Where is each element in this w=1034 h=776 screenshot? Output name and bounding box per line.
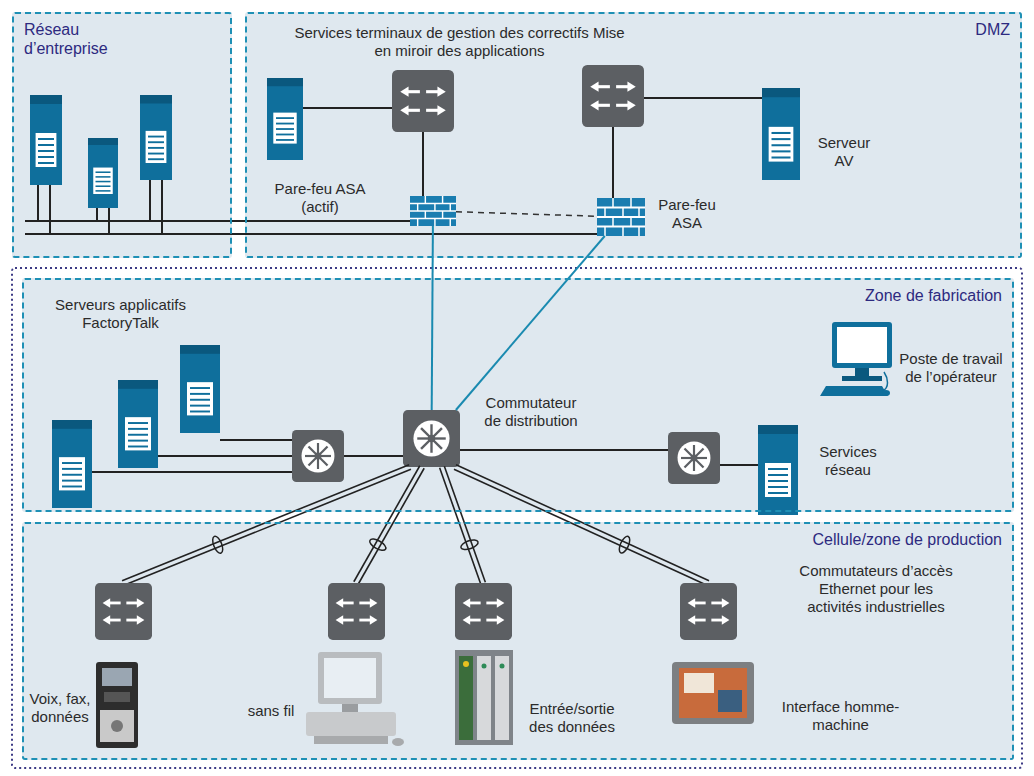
network-link [456, 236, 605, 410]
etherchannel-mark [211, 535, 225, 555]
device-label: Voix, fax, données [28, 690, 92, 730]
core-switch [292, 430, 344, 482]
device-name: Commutateur de distribution [478, 394, 584, 430]
device-name: Pare-feu ASA (actif) [265, 180, 375, 216]
etherchannel-mark [617, 535, 632, 555]
enterprise-server [88, 138, 118, 208]
zone-title: Zone de fabrication [865, 286, 1002, 305]
node-text: Services réseau [810, 443, 886, 479]
access-switch [95, 583, 152, 640]
zone-title: Cellule/zone de production [813, 530, 1002, 549]
factorytalk-server [118, 380, 158, 468]
io-module [455, 650, 513, 745]
server-node: Serveur AV [762, 88, 800, 180]
core-switch [668, 432, 720, 484]
factorytalk-server [52, 420, 92, 508]
hmi-panel [672, 662, 754, 724]
switch-node: Commutateur de distribution [403, 410, 460, 467]
network-services-server [758, 425, 798, 515]
node-text: Serveurs applicatifs FactoryTalk [38, 296, 203, 332]
access-switch [328, 583, 385, 640]
node-text: Commutateurs d’accès Ethernet pour les a… [790, 562, 962, 616]
server-node: Services terminaux de gestion des correc… [267, 78, 303, 160]
server-label: Services réseau [810, 443, 886, 483]
region-fill [22, 278, 1014, 512]
wireless-pc [306, 652, 404, 746]
firewall-icon [410, 196, 456, 226]
device-name: Services terminaux de gestion des correc… [292, 24, 627, 60]
network-zone: Réseau d’entreprise [12, 12, 232, 258]
distribution-switch-icon [403, 410, 460, 467]
node-text: Voix, fax, données [28, 690, 92, 726]
node-text: Poste de travail de l’opérateur [893, 350, 1009, 386]
dmz-switch [392, 70, 454, 132]
region-fills [12, 12, 1022, 760]
etherchannel-mark [368, 537, 388, 553]
node-text: Entrée/sortie des données [518, 700, 626, 736]
device-label: Interface homme-machine [778, 698, 903, 738]
workstation-label: Poste de travail de l’opérateur [893, 350, 1009, 390]
device-label: sans fil [236, 702, 306, 724]
device-name: Pare-feu ASA [649, 196, 725, 232]
network-zone: DMZ Services terminaux de gestion des cor… [245, 12, 1022, 258]
zone-title: Réseau d’entreprise [24, 20, 134, 58]
switch-label: Commutateurs d’accès Ethernet pour les a… [790, 562, 962, 620]
etherchannel-mark [460, 538, 480, 552]
device-label: Entrée/sortie des données [518, 700, 626, 740]
uplink-line [358, 468, 424, 584]
server-group-label: Serveurs applicatifs FactoryTalk [38, 296, 203, 336]
plant-boundary [12, 268, 1022, 768]
dmz-switch [582, 65, 644, 127]
network-zone: Zone de fabricationServeurs applicatifs … [22, 278, 1014, 512]
patch-server [267, 78, 303, 160]
firewall-icon [597, 198, 645, 236]
network-zone: Cellule/zone de productionCommutateurs d… [22, 522, 1014, 760]
device-name: Serveur AV [808, 134, 880, 170]
enterprise-server [30, 95, 62, 185]
uplink-line [440, 468, 481, 584]
firewall-node: Pare-feu ASA (actif) [410, 196, 456, 226]
av-server [762, 88, 800, 180]
region-fill [22, 522, 1014, 760]
access-uplinks [122, 465, 709, 586]
firewall-node: Pare-feu ASA [597, 198, 645, 236]
workstation-icon [820, 322, 892, 396]
failover-link [456, 212, 597, 217]
node-text: sans fil [236, 702, 306, 720]
uplink-line [454, 469, 707, 585]
drive-device [96, 662, 138, 748]
network-link [432, 226, 433, 410]
node-text: Interface homme-machine [778, 698, 903, 734]
dmz-wiring [303, 98, 762, 198]
enterprise-server [140, 95, 172, 180]
access-switch [455, 583, 512, 640]
factorytalk-server [180, 345, 220, 433]
access-switch [680, 583, 737, 640]
uplink-line [444, 466, 485, 582]
zone-title: DMZ [975, 20, 1010, 39]
